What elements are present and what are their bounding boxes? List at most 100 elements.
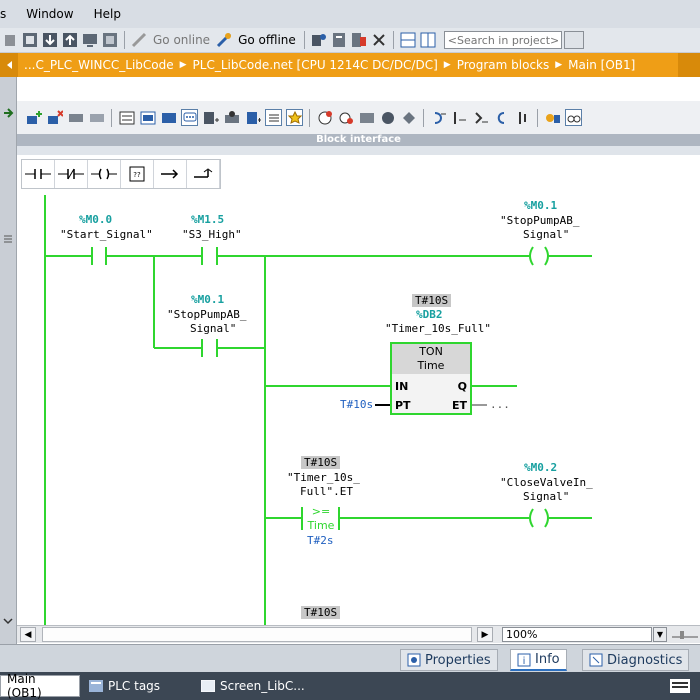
screen-icon (200, 679, 216, 693)
scroll-thumb[interactable] (42, 627, 472, 642)
menu-item-window[interactable]: Window (26, 7, 74, 21)
breadcrumb-plc[interactable]: PLC_LibCode.net [CPU 1214C DC/DC/DC] (192, 58, 438, 72)
compare-name-line2[interactable]: Full".ET (300, 485, 353, 498)
compare-name-line1[interactable]: "Timer_10s_ (287, 471, 360, 484)
keyboard-icon[interactable] (664, 675, 696, 697)
step-into-icon[interactable] (430, 109, 447, 126)
nc-contact-icon[interactable] (55, 160, 88, 188)
status-icon[interactable] (358, 109, 375, 126)
marker-icon[interactable] (514, 109, 531, 126)
go-online-button[interactable]: Go online (153, 33, 211, 47)
toolbar-separator (309, 108, 310, 127)
stop-cpu-icon[interactable] (102, 32, 118, 48)
coil2-name-line1[interactable]: "CloseValveIn_ (500, 476, 593, 489)
go-offline-button[interactable]: Go offline (238, 33, 296, 47)
scroll-left-icon[interactable]: ◀ (20, 627, 36, 642)
list-view-icon[interactable] (265, 109, 282, 126)
download-icon[interactable] (42, 32, 58, 48)
monitoring-icon[interactable] (351, 32, 367, 48)
contact1-name[interactable]: "Start_Signal" (60, 228, 153, 241)
contact3-name-line2[interactable]: Signal" (190, 322, 237, 335)
delete-network-icon[interactable] (46, 109, 63, 126)
svg-text:i: i (523, 656, 526, 667)
close-all-networks-icon[interactable] (139, 109, 156, 126)
coil1-name-line1[interactable]: "StopPumpAB_ (500, 214, 580, 227)
open-branch-icon[interactable] (154, 160, 187, 188)
editor-tab-screen[interactable]: Screen_LibC... (195, 675, 311, 697)
compare-type: Time (307, 519, 335, 532)
chevron-down-icon[interactable] (2, 615, 14, 627)
network-overview-icon[interactable] (160, 109, 177, 126)
contact2-name[interactable]: "S3_High" (182, 228, 242, 241)
absolute-operand-icon[interactable] (202, 109, 219, 126)
zoom-slider[interactable] (672, 629, 698, 639)
breadcrumb-main[interactable]: Main [OB1] (568, 58, 636, 72)
contact3-name-line1[interactable]: "StopPumpAB_ (167, 308, 247, 321)
paste-icon[interactable] (2, 32, 18, 48)
watch-icon[interactable] (400, 109, 417, 126)
coil1-name-line2[interactable]: Signal" (523, 228, 570, 241)
menu-item-help[interactable]: Help (93, 7, 121, 21)
cross-reference-icon[interactable] (331, 32, 347, 48)
comment-toggle-icon[interactable] (181, 109, 198, 126)
coil-icon[interactable] (88, 160, 121, 188)
empty-box-icon[interactable]: ?? (121, 160, 154, 188)
toolbar-separator (111, 108, 112, 127)
breadcrumb-program-blocks[interactable]: Program blocks (456, 58, 550, 72)
chevron-down-icon[interactable]: ▼ (653, 627, 667, 642)
highlight-icon[interactable] (286, 109, 303, 126)
arrow-icon[interactable] (2, 107, 14, 119)
insert-row-icon[interactable] (67, 109, 84, 126)
grip-icon[interactable] (2, 232, 14, 244)
tab-properties[interactable]: Properties (400, 649, 498, 671)
close-branch-icon[interactable] (187, 160, 220, 188)
monitor-status-icon[interactable] (379, 109, 396, 126)
compare-value[interactable]: T#2s (307, 534, 334, 547)
search-input[interactable] (443, 31, 562, 49)
ton-pin-in: IN (395, 380, 409, 393)
ton-pin-q: Q (457, 380, 467, 393)
compare-icon[interactable] (544, 109, 561, 126)
window-controls[interactable] (678, 53, 700, 77)
scroll-right-icon[interactable]: ▶ (477, 627, 493, 642)
search-go-button[interactable] (563, 31, 584, 49)
ladder-editor[interactable]: %M0.0 "Start_Signal" %M1.5 "S3_High" %M0… (17, 190, 700, 625)
delete-row-icon[interactable] (88, 109, 105, 126)
coil2-name-line2[interactable]: Signal" (523, 490, 570, 503)
ton-pin-pt: PT (395, 399, 411, 412)
block-interface-bar[interactable]: Block interface (17, 134, 700, 146)
favorites-icon[interactable] (223, 109, 240, 126)
open-all-networks-icon[interactable] (118, 109, 135, 126)
step-over-icon[interactable] (451, 109, 468, 126)
ton-et-value[interactable]: ... (490, 398, 510, 411)
ton-pt-value[interactable]: T#10s (340, 398, 374, 411)
menu-item-tools[interactable]: s (0, 7, 7, 21)
timer-db-name[interactable]: "Timer_10s_Full" (385, 322, 491, 335)
close-view-icon[interactable] (371, 32, 387, 48)
arrow-left-icon[interactable] (0, 53, 18, 77)
insert-network-icon[interactable] (25, 109, 42, 126)
breadcrumb-project[interactable]: ...C_PLC_WINCC_LibCode (24, 58, 174, 72)
diagnostics-icon (589, 653, 603, 667)
split-horizontal-icon[interactable] (400, 32, 416, 48)
compile-icon[interactable] (22, 32, 38, 48)
editor-tab-plc-tags[interactable]: PLC tags (83, 675, 166, 697)
zoom-select[interactable]: 100% (502, 627, 652, 642)
next-error-icon[interactable] (337, 109, 354, 126)
step-out-icon[interactable] (472, 109, 489, 126)
tab-info[interactable]: i Info (510, 649, 567, 671)
no-contact-icon[interactable] (22, 160, 55, 188)
breakpoint-icon[interactable] (244, 109, 261, 126)
go-to-error-icon[interactable] (316, 109, 333, 126)
glasses-icon[interactable] (565, 109, 582, 126)
split-vertical-icon[interactable] (420, 32, 436, 48)
horizontal-scrollbar[interactable]: ◀ ▶ 100% ▼ (17, 625, 700, 643)
ton-block[interactable]: TON Time IN PT Q ET (390, 342, 472, 415)
simulate-icon[interactable] (82, 32, 98, 48)
accessible-devices-icon[interactable] (311, 32, 327, 48)
editor-tab-plc-tags-label: PLC tags (108, 679, 161, 693)
rewind-icon[interactable] (493, 109, 510, 126)
editor-tab-main[interactable]: Main (OB1) (0, 672, 80, 700)
upload-icon[interactable] (62, 32, 78, 48)
tab-diagnostics[interactable]: Diagnostics (582, 649, 690, 671)
